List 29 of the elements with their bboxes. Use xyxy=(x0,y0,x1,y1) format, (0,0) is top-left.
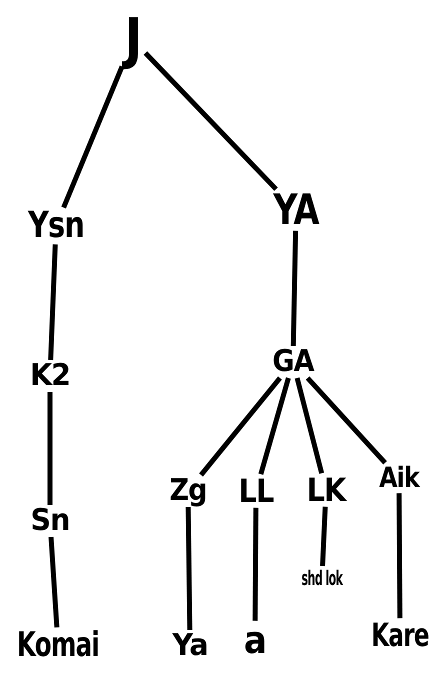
connector-line xyxy=(199,376,282,477)
connector-line xyxy=(290,230,298,346)
connector-line xyxy=(144,51,278,191)
node-label: shd lok xyxy=(302,568,342,588)
node-label: Sn xyxy=(30,506,70,536)
connector-line xyxy=(294,377,324,474)
node-label: K2 xyxy=(30,361,70,391)
node-label: Komai xyxy=(16,628,100,662)
node-label: YA xyxy=(273,189,319,231)
node-label: Kare xyxy=(371,619,429,651)
connector-line xyxy=(48,244,58,360)
node-label: LK xyxy=(306,474,346,506)
connector-line xyxy=(61,65,124,209)
node-label: LL xyxy=(238,475,274,507)
node-label: Ya xyxy=(172,631,208,661)
connector-line xyxy=(396,493,402,618)
connector-line xyxy=(258,377,291,475)
node-label: J xyxy=(124,12,142,68)
node-label: Ysn xyxy=(28,208,84,244)
node-label: Zg xyxy=(169,476,207,506)
connector-line xyxy=(186,506,192,630)
node-label: GA xyxy=(272,347,314,377)
connector-line xyxy=(48,536,60,628)
node-label: a xyxy=(244,621,266,659)
connector-line xyxy=(252,508,258,621)
connector-line xyxy=(320,506,328,566)
connector-line xyxy=(306,376,387,464)
connector-line xyxy=(48,392,52,505)
node-label: Aik xyxy=(379,464,419,492)
